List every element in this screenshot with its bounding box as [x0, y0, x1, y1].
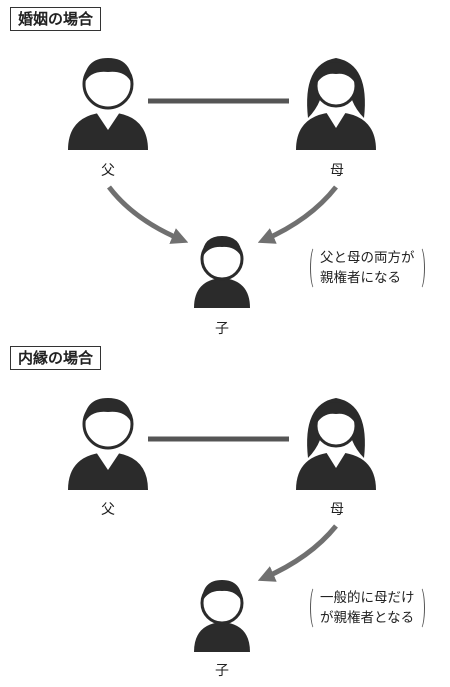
- mother-label: 母: [330, 502, 344, 518]
- child-figure: [194, 236, 250, 308]
- mother-figure: [296, 58, 376, 150]
- note-line: 親権者になる: [320, 270, 401, 286]
- common-law-section-art: [68, 398, 376, 652]
- note-line: 一般的に母だけ: [320, 590, 415, 606]
- child-label: 子: [215, 321, 229, 337]
- explanation-note: 父と母の両方が 親権者になる: [310, 246, 425, 290]
- father-label: 父: [101, 163, 115, 179]
- mother-label: 母: [330, 163, 344, 179]
- mother-to-child-arrow: [257, 185, 338, 244]
- father-label: 父: [101, 502, 115, 518]
- mother-figure: [296, 398, 376, 490]
- section-title: 内縁の場合: [10, 346, 102, 370]
- father-figure: [68, 58, 148, 150]
- father-to-child-arrow: [107, 185, 189, 244]
- child-label: 子: [215, 663, 229, 679]
- father-figure: [68, 398, 148, 490]
- explanation-note: 一般的に母だけ が親権者となる: [310, 586, 425, 630]
- note-line: 父と母の両方が: [320, 250, 415, 266]
- note-line: が親権者となる: [320, 610, 415, 626]
- child-figure: [194, 580, 250, 652]
- section-title: 婚姻の場合: [10, 7, 102, 31]
- marriage-section-art: [68, 58, 376, 308]
- mother-to-child-arrow: [257, 524, 338, 582]
